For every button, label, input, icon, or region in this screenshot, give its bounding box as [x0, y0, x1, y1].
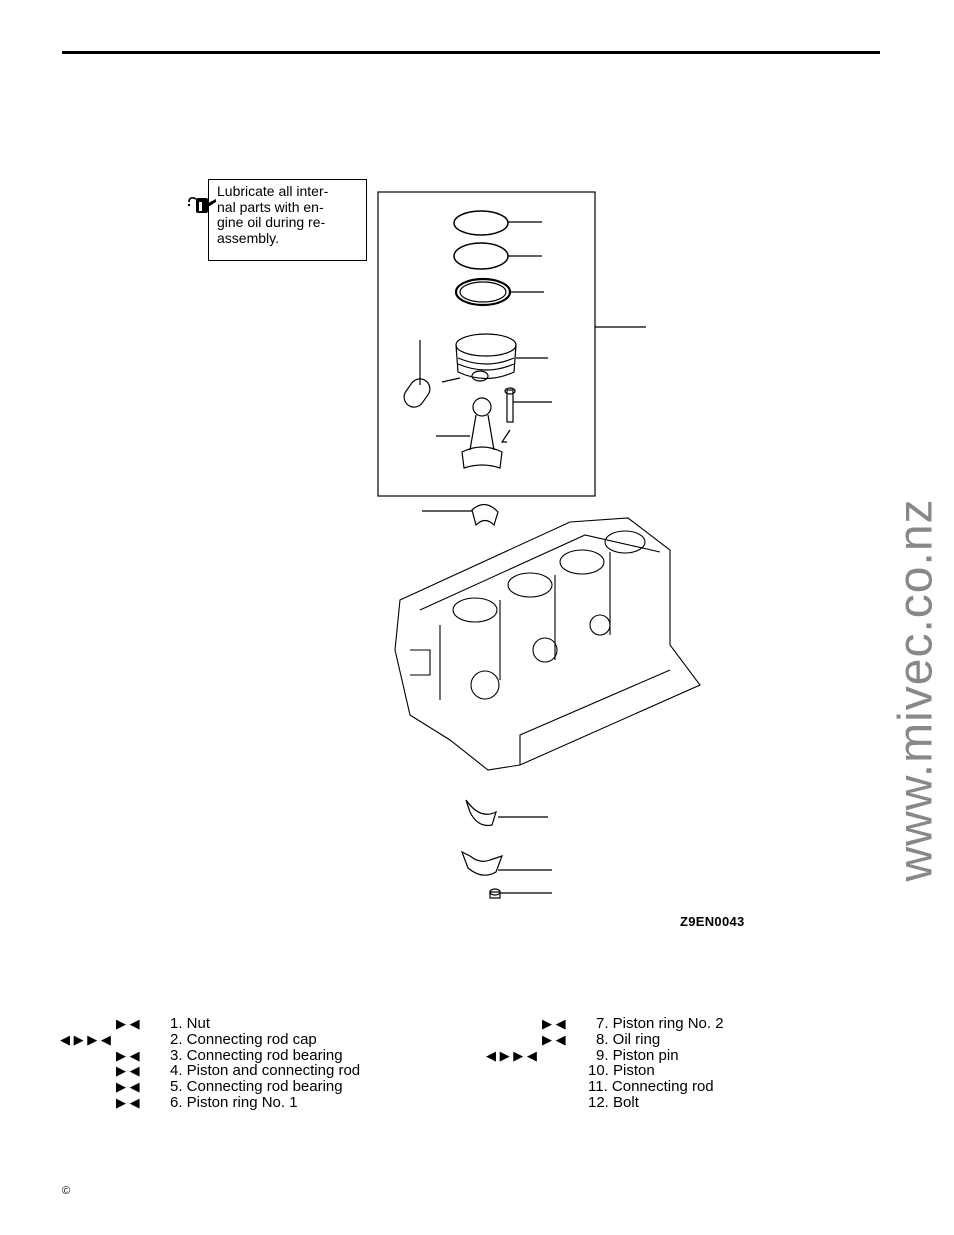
top-rule — [62, 51, 880, 54]
note-line: assembly. — [217, 229, 279, 246]
rod-cap-part — [460, 850, 552, 876]
note-line: gine oil during re- — [217, 214, 326, 230]
legend-label: 7. Piston ring No. 2 — [596, 1015, 724, 1032]
service-marks: ◀ ▶ ▶ ◀ — [60, 1031, 111, 1047]
nut-part — [489, 888, 552, 899]
note-line: Lubricate all inter- — [217, 183, 329, 199]
engine-block-part — [394, 517, 701, 771]
service-marks: ▶ ◀ — [542, 1031, 566, 1047]
legend-label: 9. Piston pin — [596, 1046, 679, 1064]
piston-part — [455, 333, 517, 382]
legend-label: 5. Connecting rod bearing — [170, 1078, 343, 1096]
legend-label: 2. Connecting rod cap — [170, 1030, 317, 1048]
bolt-part — [500, 387, 552, 443]
piston-ring-1 — [453, 210, 509, 236]
lubrication-note: Lubricate all inter- nal parts with en- … — [208, 179, 367, 261]
legend-label: 4. Piston and connecting rod — [170, 1062, 361, 1080]
watermark-text: www.mivec.co.nz — [896, 498, 936, 882]
legend-label: 8. Oil ring — [596, 1030, 661, 1048]
legend-label: 11. Connecting rod — [588, 1078, 714, 1096]
figure-code: Z9EN0043 — [680, 914, 745, 929]
legend-label: 10. Piston — [588, 1062, 655, 1080]
service-marks: ▶ ◀ — [116, 1079, 140, 1095]
service-marks: ▶ ◀ — [542, 1016, 566, 1031]
piston-pin-part — [403, 340, 461, 408]
lower-bearing-part — [465, 799, 497, 827]
oil-can-icon — [187, 197, 216, 213]
connecting-rod-part — [436, 397, 503, 469]
oil-ring — [454, 277, 512, 307]
legend-label: 12. Bolt — [588, 1093, 639, 1111]
note-line: nal parts with en- — [217, 198, 324, 215]
legend-label: 3. Connecting rod bearing — [170, 1046, 343, 1064]
exploded-diagram — [377, 191, 701, 899]
legend-label: 1. Nut — [170, 1015, 211, 1032]
piston-ring-2 — [453, 242, 509, 270]
upper-bearing-part — [471, 503, 499, 527]
service-marks: ◀ ▶ ▶ ◀ — [486, 1047, 537, 1063]
service-marks: ▶ ◀ — [116, 1047, 140, 1063]
legend-label: 6. Piston ring No. 1 — [170, 1093, 298, 1111]
watermark: www.mivec.co.nz — [896, 470, 936, 910]
service-marks: ▶ ◀ — [116, 1094, 140, 1110]
copyright-mark: © — [62, 1185, 71, 1197]
service-marks: ▶ ◀ — [116, 1063, 140, 1079]
piston-assembly-frame — [377, 191, 596, 497]
service-marks: ▶ ◀ — [116, 1016, 140, 1031]
